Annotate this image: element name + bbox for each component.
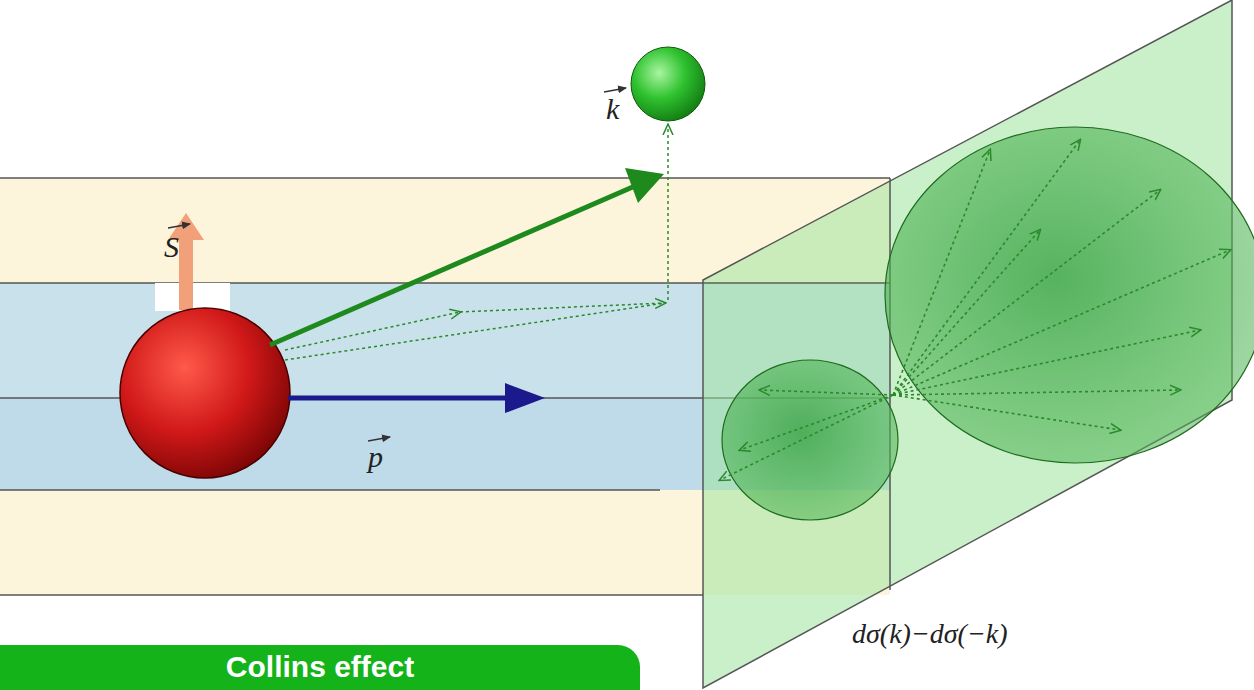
vector-label: p [368,440,383,474]
vector-label: k [606,92,619,126]
title-text: Collins effect [226,650,414,685]
vector-label: S [164,230,179,264]
title-tab: Collins effect [0,645,640,690]
formula-label: dσ(k)−dσ(−k) [852,618,1008,650]
